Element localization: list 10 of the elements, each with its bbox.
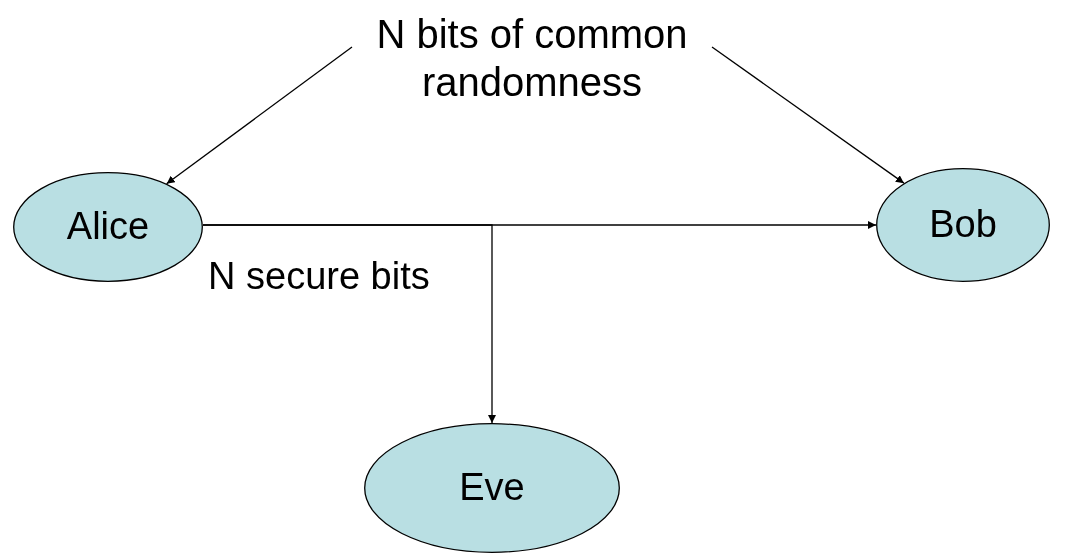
node-label: Bob xyxy=(929,202,997,248)
ellipse-node xyxy=(364,423,620,553)
arrow xyxy=(166,46,353,185)
node-label: Alice xyxy=(66,204,150,250)
ellipse-node xyxy=(13,172,203,282)
ellipse-node xyxy=(876,168,1050,282)
arrow xyxy=(202,224,496,424)
node-label: Eve xyxy=(459,465,525,511)
annotation-text: N bits of common randomness xyxy=(375,11,689,106)
arrow xyxy=(711,46,905,184)
